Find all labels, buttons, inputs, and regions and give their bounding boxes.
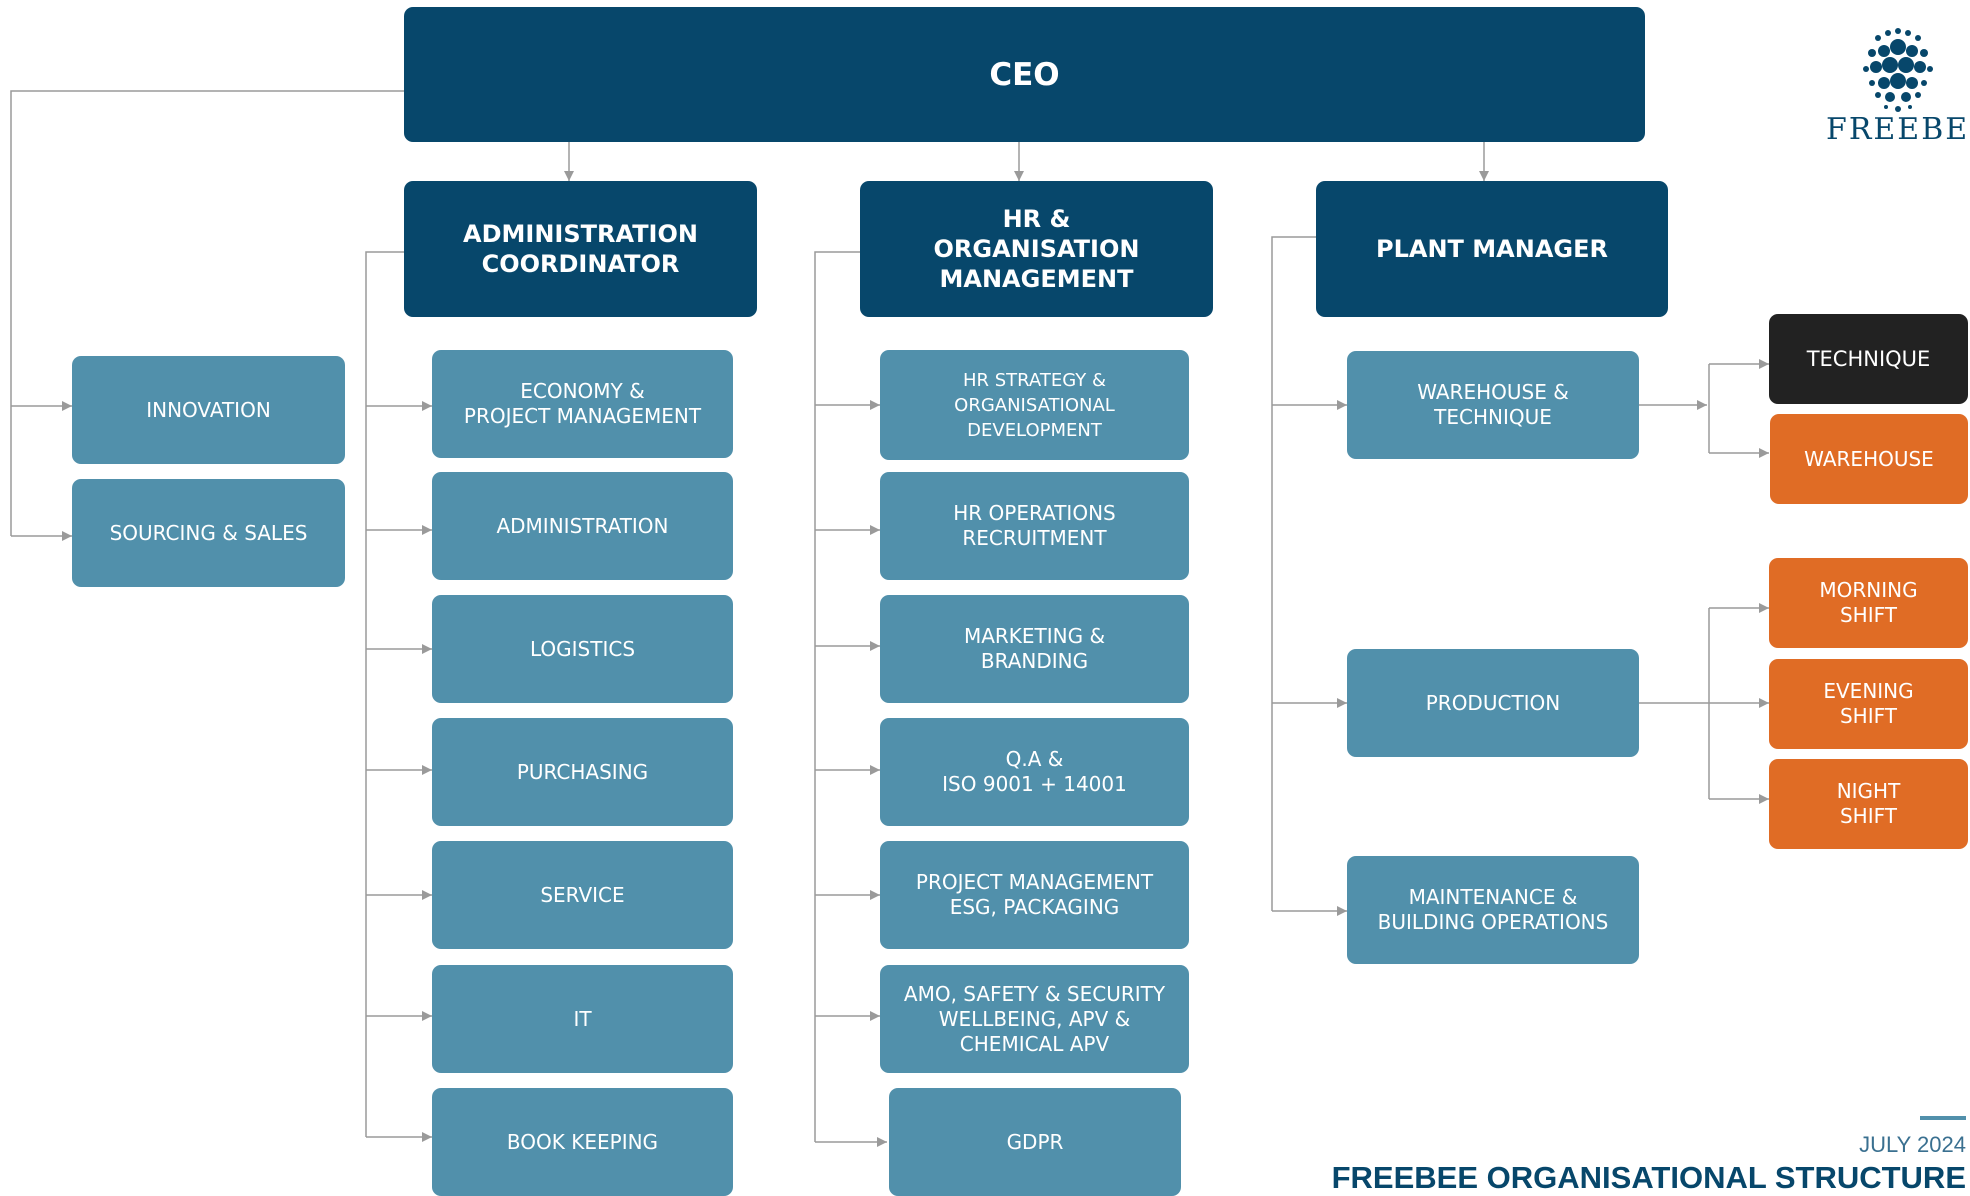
- night-shift-box: NIGHT SHIFT: [1769, 759, 1968, 849]
- innovation-box: INNOVATION: [72, 356, 345, 464]
- footer-accent-bar: [1920, 1116, 1966, 1120]
- logistics-box: LOGISTICS: [432, 595, 733, 703]
- plant-manager-box: PLANT MANAGER: [1316, 181, 1668, 317]
- purchasing-box: PURCHASING: [432, 718, 733, 826]
- administration-box: ADMINISTRATION: [432, 472, 733, 580]
- evening-shift-box: EVENING SHIFT: [1769, 659, 1968, 749]
- administration-coordinator-box: ADMINISTRATION COORDINATOR: [404, 181, 757, 317]
- honeycomb-sphere-icon: [1863, 28, 1933, 112]
- book-keeping-box: BOOK KEEPING: [432, 1088, 733, 1196]
- footer-date: JULY 2024: [1859, 1132, 1966, 1157]
- hr-operations-box: HR OPERATIONS RECRUITMENT: [880, 472, 1189, 580]
- technique-box: TECHNIQUE: [1769, 314, 1968, 404]
- marketing-branding-box: MARKETING & BRANDING: [880, 595, 1189, 703]
- amo-safety-security-box: AMO, SAFETY & SECURITY WELLBEING, APV & …: [880, 965, 1189, 1073]
- project-management-esg-box: PROJECT MANAGEMENT ESG, PACKAGING: [880, 841, 1189, 949]
- ceo-box: CEO: [404, 7, 1645, 142]
- it-box: IT: [432, 965, 733, 1073]
- service-box: SERVICE: [432, 841, 733, 949]
- economy-project-management-box: ECONOMY & PROJECT MANAGEMENT: [432, 350, 733, 458]
- production-box: PRODUCTION: [1347, 649, 1639, 757]
- warehouse-technique-box: WAREHOUSE & TECHNIQUE: [1347, 351, 1639, 459]
- sourcing-sales-box: SOURCING & SALES: [72, 479, 345, 587]
- qa-iso-box: Q.A & ISO 9001 + 14001: [880, 718, 1189, 826]
- footer-title: FREEBEE ORGANISATIONAL STRUCTURE: [1331, 1160, 1966, 1195]
- maintenance-building-box: MAINTENANCE & BUILDING OPERATIONS: [1347, 856, 1639, 964]
- hr-strategy-box: HR STRATEGY & ORGANISATIONAL DEVELOPMENT: [880, 350, 1189, 460]
- morning-shift-box: MORNING SHIFT: [1769, 558, 1968, 648]
- logo-wordmark: FREEBEE: [1826, 112, 1970, 147]
- gdpr-box: GDPR: [889, 1088, 1181, 1196]
- warehouse-box: WAREHOUSE: [1770, 414, 1968, 504]
- hr-organisation-management-box: HR & ORGANISATION MANAGEMENT: [860, 181, 1213, 317]
